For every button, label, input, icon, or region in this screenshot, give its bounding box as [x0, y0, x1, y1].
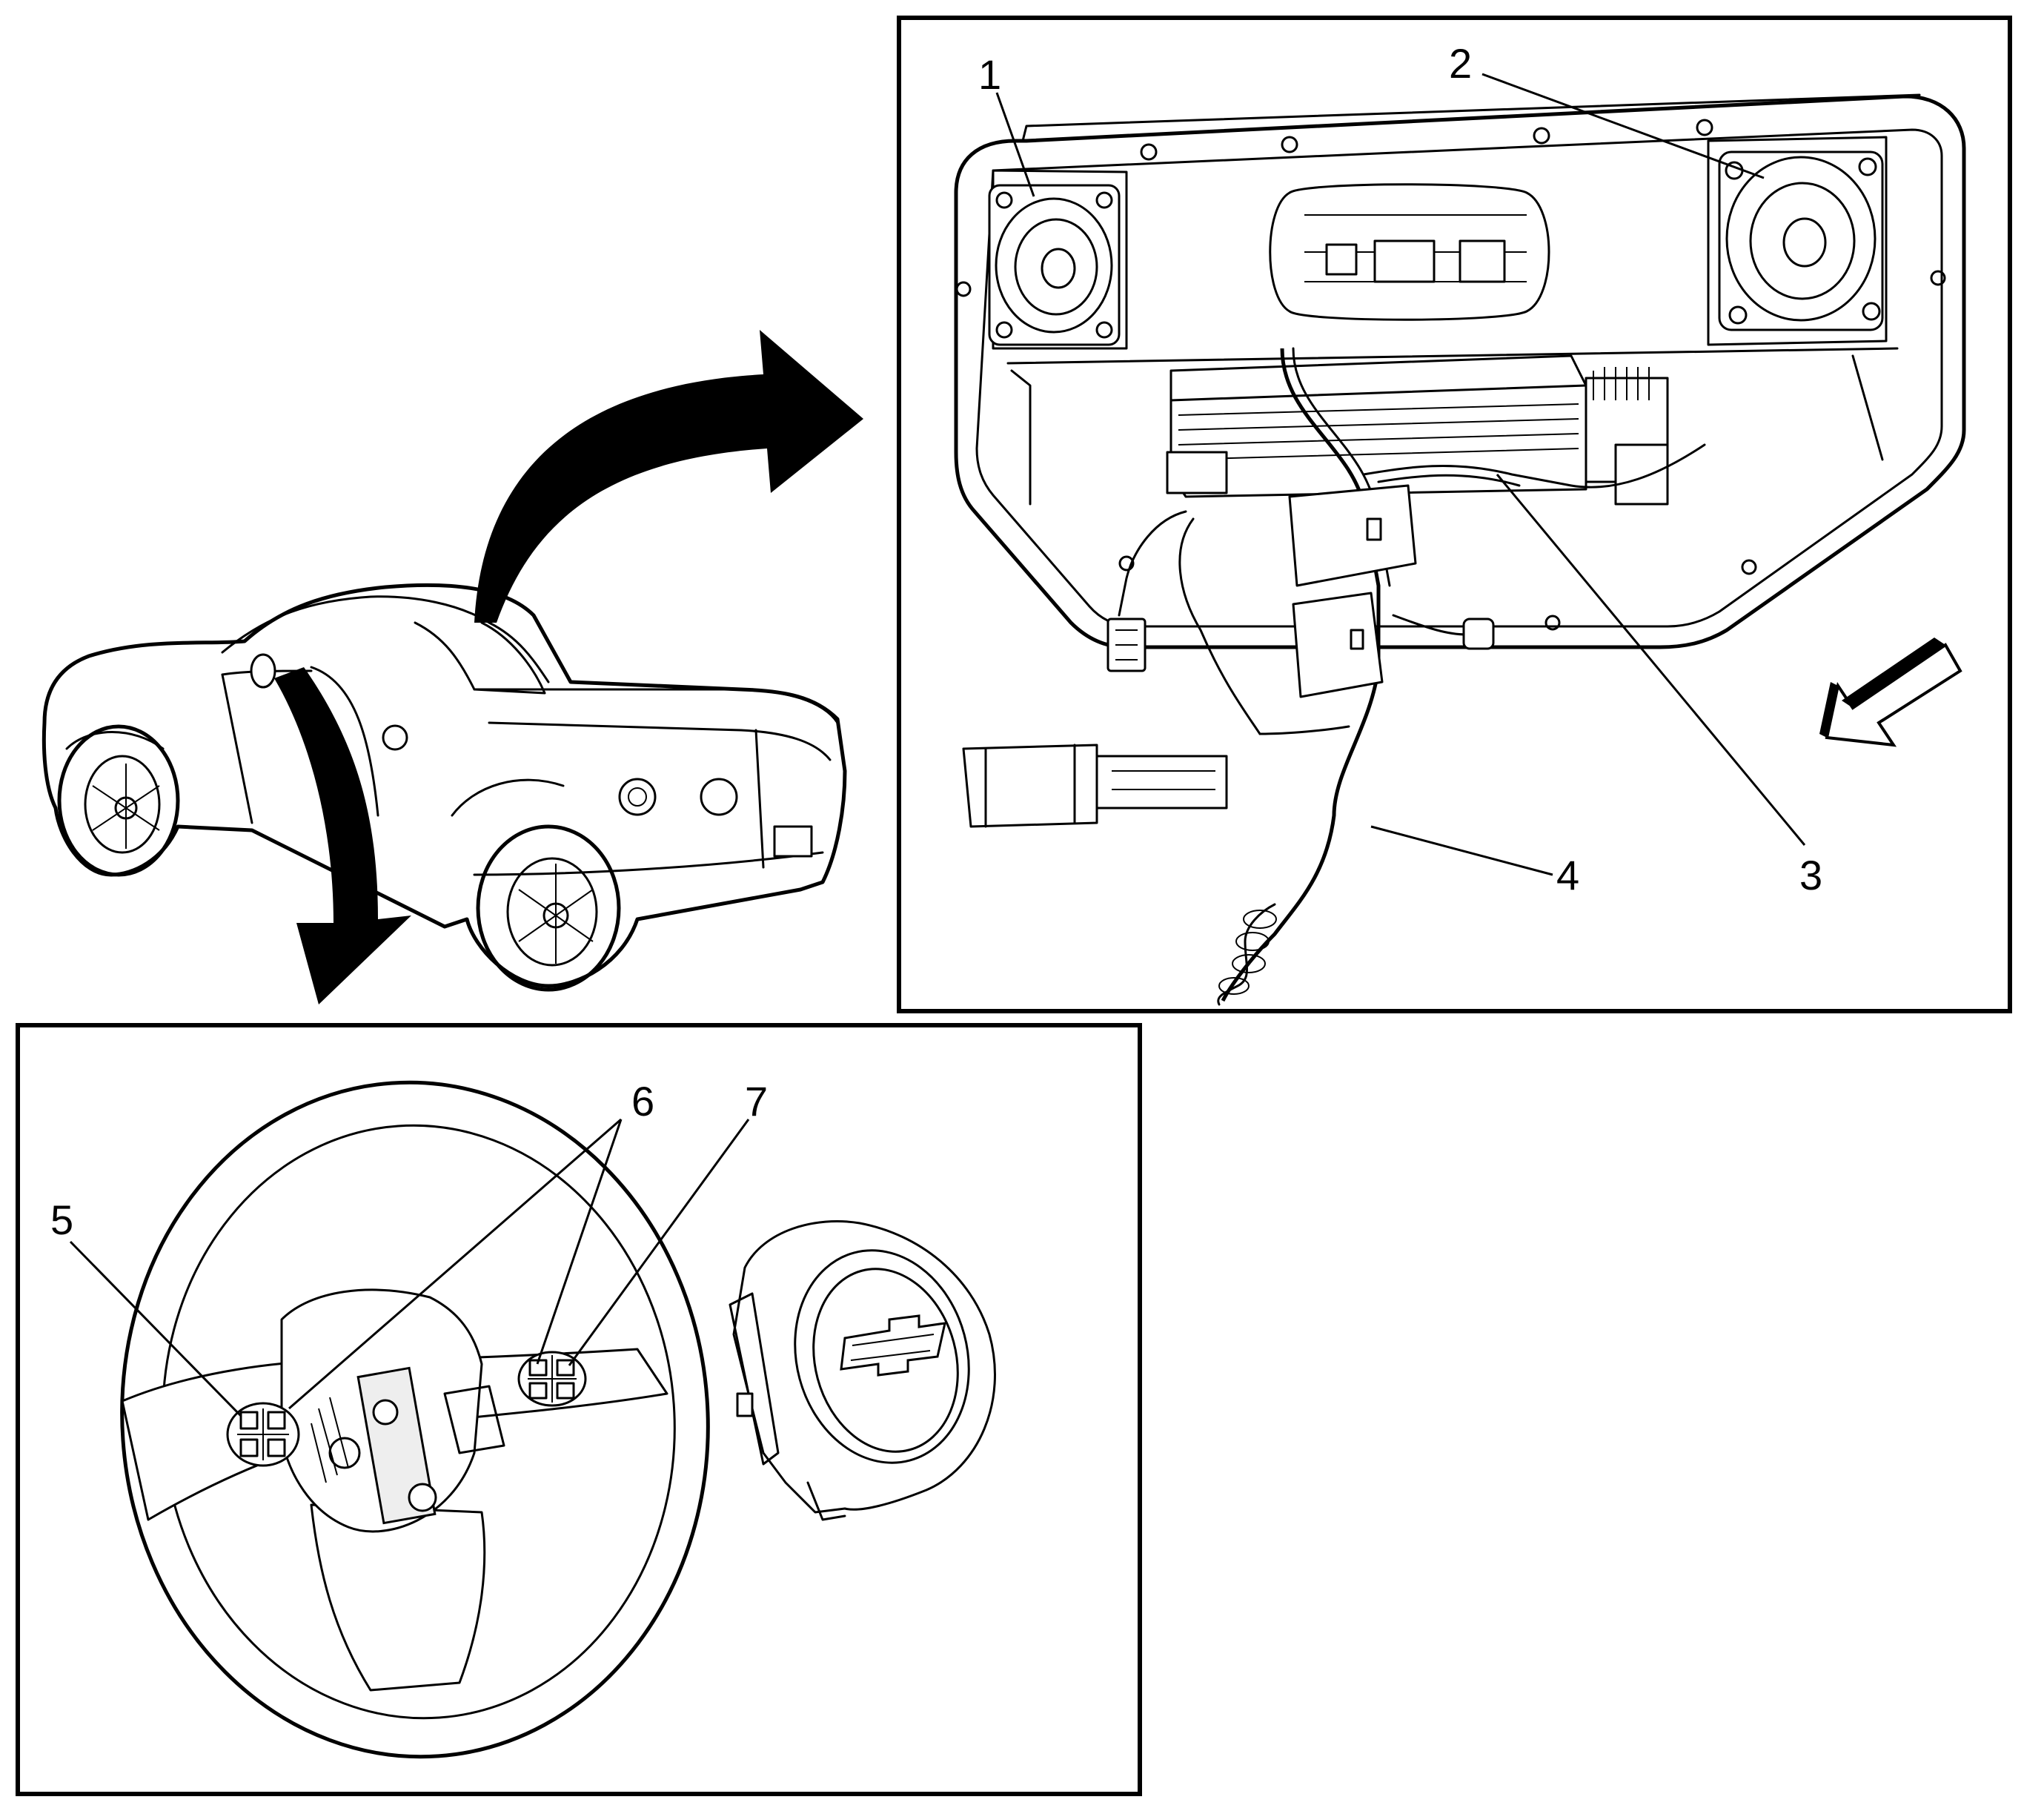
leader-5	[69, 1240, 242, 1417]
callout-1: 1	[978, 51, 1001, 98]
callout-3: 3	[1799, 852, 1822, 898]
leader-7	[568, 1119, 750, 1366]
leader-3	[1496, 474, 1806, 846]
leader-1	[995, 92, 1035, 197]
right-speaker	[1718, 150, 1884, 331]
callout-2: 2	[1449, 40, 1472, 87]
view-direction-arrow	[1819, 638, 1962, 747]
left-speaker	[988, 184, 1121, 346]
harness-module-upper	[1288, 484, 1417, 587]
vehicle-illustration	[42, 583, 847, 992]
leader-2	[1481, 73, 1765, 179]
steering-wheel-detail-frame	[16, 1023, 1142, 1796]
radio-amplifier	[1166, 354, 1669, 506]
curved-arrow-to-steering-wheel	[274, 667, 411, 1004]
harness-module-lower	[1292, 592, 1384, 698]
rear-panel-assembly	[954, 93, 1966, 649]
leader-6a	[288, 1118, 622, 1410]
curved-arrow-to-rear-panel	[474, 330, 863, 623]
loose-connector	[962, 744, 1228, 828]
chevrolet-bowtie-logo	[840, 1314, 946, 1377]
leader-4	[1370, 825, 1553, 876]
wiring-harness	[1106, 347, 1706, 1006]
leader-6b	[536, 1119, 623, 1365]
steering-wheel	[120, 1080, 710, 1759]
airbag-module	[729, 1220, 996, 1521]
callout-6: 6	[631, 1078, 654, 1125]
rear-panel-detail-frame	[897, 16, 2012, 1013]
left-steering-wheel-switch	[226, 1402, 300, 1467]
callout-5: 5	[50, 1196, 73, 1243]
callout-7: 7	[745, 1078, 768, 1125]
right-steering-wheel-switch	[517, 1351, 587, 1407]
callout-4: 4	[1556, 852, 1579, 898]
